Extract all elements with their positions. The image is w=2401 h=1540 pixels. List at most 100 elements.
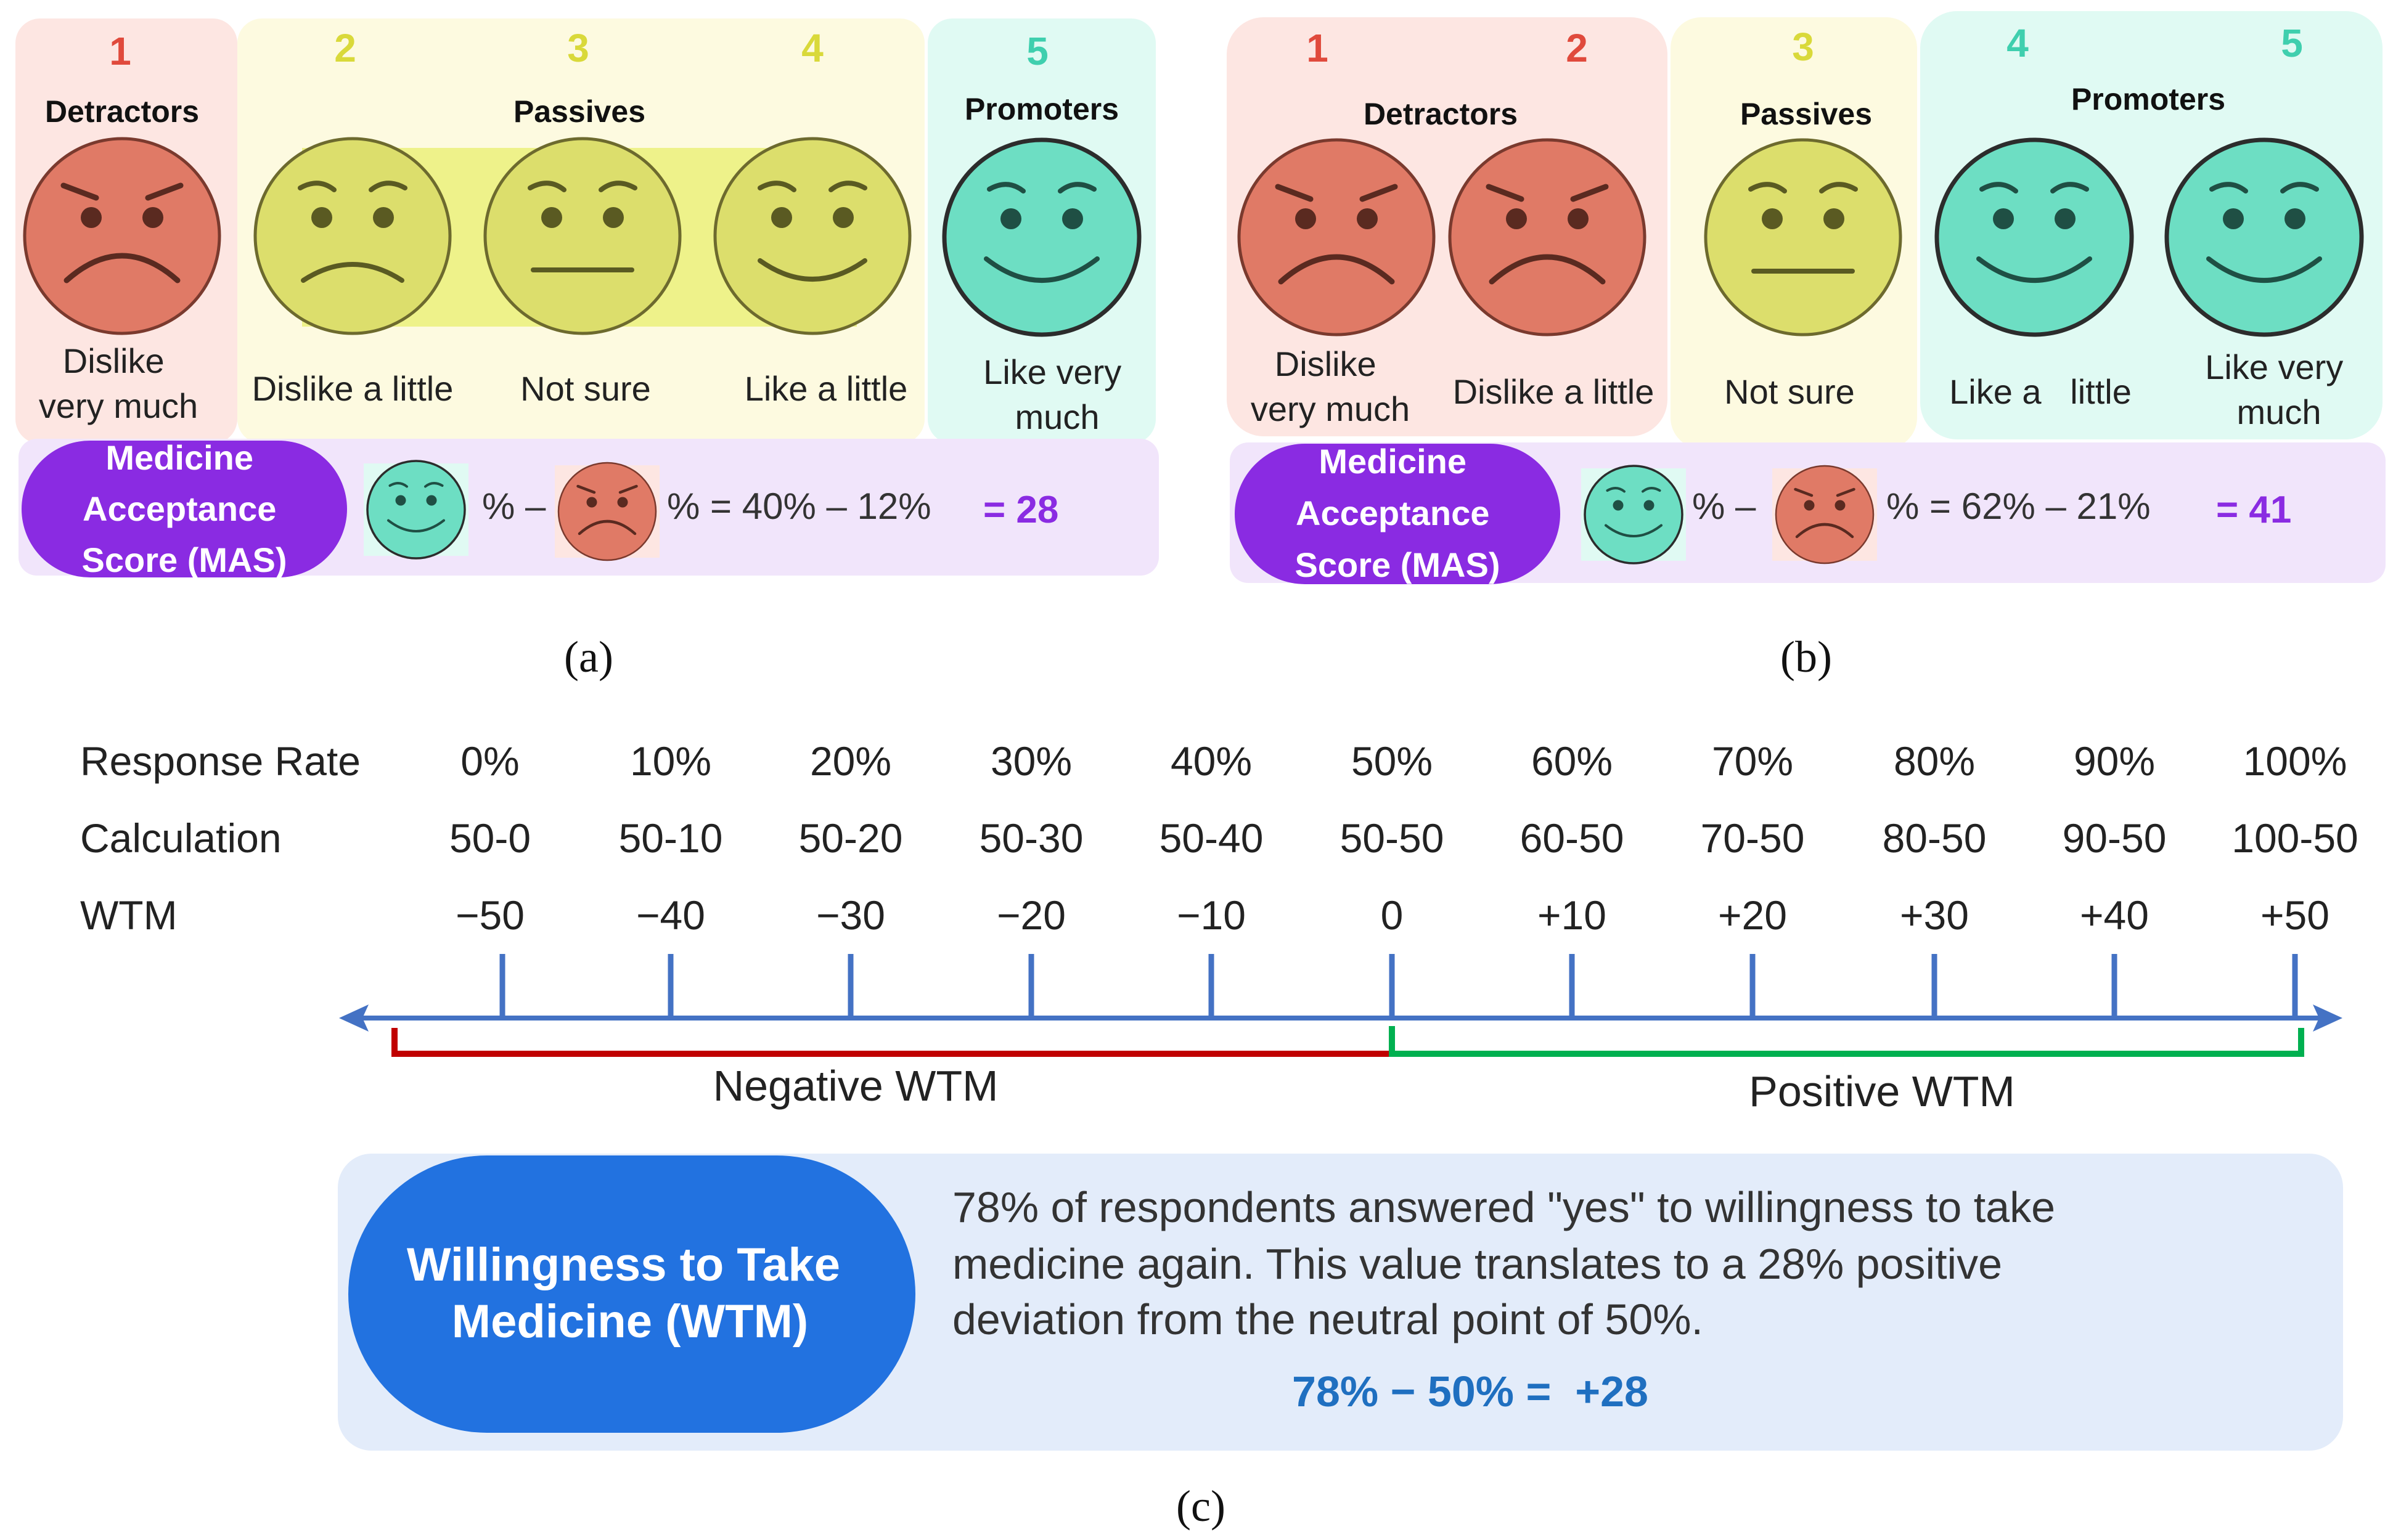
wtm-value-9: +40 <box>2080 892 2149 938</box>
row-label-response-rate: Response Rate <box>80 738 361 784</box>
scale-number-1: 1 <box>109 29 131 73</box>
formula-percent-minus-b: % – <box>1692 486 1756 527</box>
response-rate-0: 0% <box>460 738 519 784</box>
wtm-pill-label: Willingness to Take Medicine (WTM) <box>407 1239 853 1348</box>
mas-pill <box>22 441 347 577</box>
mas-pill-b <box>1235 444 1560 584</box>
response-rate-10: 100% <box>2243 738 2347 784</box>
angry-face-mini-icon <box>558 463 656 560</box>
response-rate-4: 40% <box>1171 738 1252 784</box>
right-arrow-icon <box>2313 1004 2342 1032</box>
happy-face-icon <box>944 140 1139 335</box>
passives-label: Passives <box>513 94 645 129</box>
face-label-1-b: Dislike very much <box>1251 344 1410 428</box>
wtm-value-2: −30 <box>816 892 885 938</box>
scale-number-1-b: 1 <box>1306 26 1328 70</box>
scale-columns: 0% 50-0 −50 10% 50-10 −40 20% 50-20 −30 30% 50-30 −… <box>449 738 2358 1018</box>
positive-wtm-label: Positive WTM <box>1749 1067 2015 1115</box>
happy-face-icon-b2 <box>2167 140 2362 335</box>
response-rate-5: 50% <box>1351 738 1433 784</box>
calculation-5: 50-50 <box>1340 815 1444 861</box>
formula-percent-minus: % – <box>482 486 546 527</box>
angry-face-icon-b1 <box>1239 140 1434 335</box>
response-rate-8: 80% <box>1894 738 1975 784</box>
calculation-6: 60-50 <box>1520 815 1624 861</box>
wtm-value-5: 0 <box>1381 892 1404 938</box>
scale-number-4: 4 <box>801 26 824 70</box>
negative-bracket <box>391 1028 1392 1057</box>
wtm-description: 78% of respondents answered "yes" to wil… <box>952 1183 2068 1343</box>
calculation-0: 50-0 <box>449 815 531 861</box>
face-label-4: Like a little <box>745 369 908 408</box>
face-label-3-b: Not sure <box>1724 372 1855 411</box>
caption-c: (c) <box>1176 1481 1225 1531</box>
panel-c: Response Rate Calculation WTM 0% 50-0 −50 1… <box>80 738 2358 1531</box>
positive-bracket <box>1389 1026 2304 1057</box>
sad-face-icon <box>255 139 450 333</box>
happy-face-icon-b1 <box>1937 140 2132 335</box>
face-label-5-b: Like very much <box>2205 348 2353 431</box>
row-label-calculation: Calculation <box>80 815 282 861</box>
angry-face-icon-b2 <box>1450 140 1645 335</box>
calculation-3: 50-30 <box>980 815 1084 861</box>
response-rate-7: 70% <box>1712 738 1793 784</box>
panel-a: 1 2 3 4 5 Detractors Passives Promoters … <box>15 18 1159 682</box>
response-rate-1: 10% <box>630 738 711 784</box>
face-label-2-b: Dislike a little <box>1453 372 1655 411</box>
calculation-8: 80-50 <box>1883 815 1987 861</box>
wtm-value-8: +30 <box>1900 892 1969 938</box>
wtm-value-7: +20 <box>1718 892 1787 938</box>
detractors-label: Detractors <box>45 94 199 129</box>
response-rate-2: 20% <box>810 738 891 784</box>
passives-label-b: Passives <box>1740 97 1872 131</box>
wtm-pill <box>348 1155 915 1433</box>
detractors-label-b: Detractors <box>1364 97 1518 131</box>
wtm-value-0: −50 <box>456 892 525 938</box>
wtm-value-3: −20 <box>997 892 1066 938</box>
happy-face-mini-icon <box>366 460 466 560</box>
face-label-5: Like very much <box>983 352 1131 436</box>
response-rate-9: 90% <box>2074 738 2155 784</box>
mas-result-b: = 41 <box>2216 489 2291 531</box>
wtm-value-1: −40 <box>636 892 705 938</box>
promoters-label: Promoters <box>965 92 1119 126</box>
scale-number-2-b: 2 <box>1566 26 1588 70</box>
scale-number-2: 2 <box>334 26 356 70</box>
caption-a: (a) <box>564 632 613 682</box>
calculation-1: 50-10 <box>619 815 723 861</box>
calculation-4: 50-40 <box>1160 815 1264 861</box>
scale-number-5: 5 <box>1026 29 1049 73</box>
happy-face-mini-icon-b <box>1584 465 1683 564</box>
neutral-face-icon-b <box>1706 140 1900 335</box>
face-label-1: Dislike very much <box>39 341 198 425</box>
mas-label: Medicine Acceptance Score (MAS) <box>82 438 287 579</box>
negative-wtm-label: Negative WTM <box>713 1062 999 1110</box>
row-label-wtm: WTM <box>80 892 178 938</box>
wtm-value-6: +10 <box>1537 892 1606 938</box>
face-label-4-b: Like a little <box>1949 372 2132 411</box>
angry-face-mini-icon-b <box>1776 466 1873 563</box>
mas-result: = 28 <box>983 489 1058 531</box>
wtm-value-10: +50 <box>2260 892 2329 938</box>
scale-number-4-b: 4 <box>2006 21 2029 65</box>
wtm-equation: 78% − 50% = +28 <box>1292 1367 1648 1416</box>
smile-face-icon <box>715 139 910 333</box>
scale-number-5-b: 5 <box>2281 21 2303 65</box>
formula-rest: % = 40% – 12% <box>667 486 931 527</box>
calculation-10: 100-50 <box>2231 815 2358 861</box>
caption-b: (b) <box>1780 632 1832 682</box>
angry-face-icon <box>25 139 219 333</box>
scale-number-3-b: 3 <box>1792 25 1814 69</box>
wtm-value-4: −10 <box>1177 892 1246 938</box>
response-rate-3: 30% <box>991 738 1072 784</box>
face-label-2: Dislike a little <box>252 369 454 408</box>
calculation-7: 70-50 <box>1701 815 1805 861</box>
formula-rest-b: % = 62% – 21% <box>1886 486 2151 527</box>
response-rate-6: 60% <box>1531 738 1613 784</box>
mas-label-b: Medicine Acceptance Score (MAS) <box>1295 442 1500 584</box>
face-label-3: Not sure <box>520 369 651 408</box>
calculation-2: 50-20 <box>799 815 903 861</box>
panel-b: 1 2 3 4 5 Detractors Passives Promoters … <box>1227 11 2386 682</box>
promoters-label-b: Promoters <box>2071 82 2225 116</box>
left-arrow-icon <box>339 1004 369 1032</box>
